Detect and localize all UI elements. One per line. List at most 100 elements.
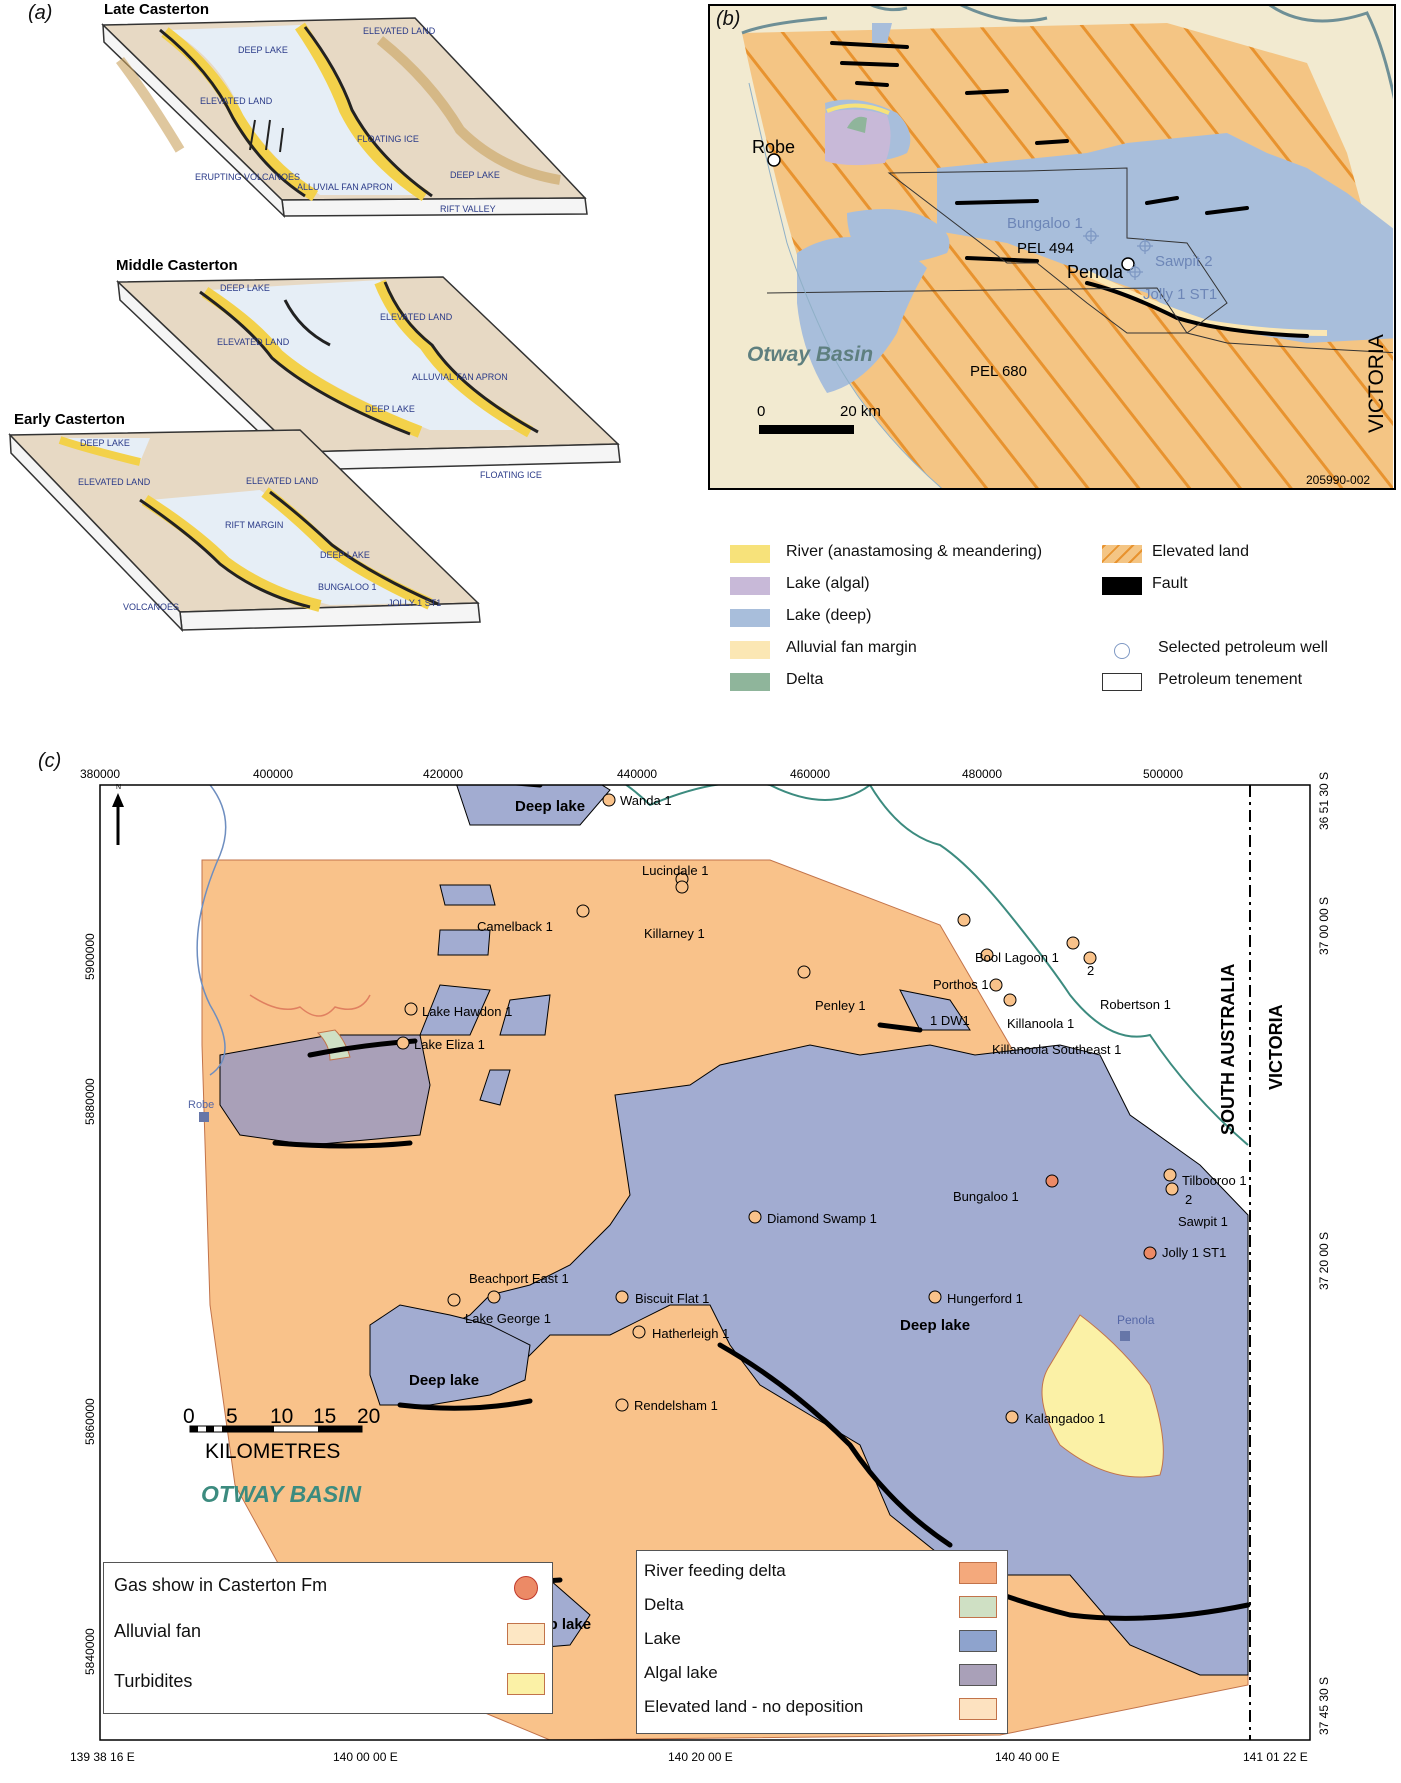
penola-label-c: Penola: [1117, 1313, 1155, 1327]
penola-town-marker: [1121, 257, 1135, 271]
svg-text:ALLUVIAL FAN APRON: ALLUVIAL FAN APRON: [297, 182, 393, 192]
svg-text:5: 5: [226, 1405, 238, 1428]
svg-text:Robertson 1: Robertson 1: [1100, 997, 1171, 1012]
svg-text:37 45 30 S: 37 45 30 S: [1317, 1677, 1331, 1735]
middle-casterton-title: Middle Casterton: [116, 257, 238, 274]
svg-text:420000: 420000: [423, 767, 463, 781]
svg-text:10: 10: [270, 1405, 293, 1428]
svg-text:5860000: 5860000: [83, 1398, 97, 1445]
left-ticks: 5900000 5880000 5860000 5840000: [83, 933, 97, 1675]
svg-text:Hatherleigh 1: Hatherleigh 1: [652, 1326, 729, 1341]
right-ticks: 36 51 30 S 37 00 00 S 37 20 00 S 37 45 3…: [1317, 772, 1331, 1735]
svg-text:380000: 380000: [80, 767, 120, 781]
svg-text:Beachport East 1: Beachport East 1: [469, 1271, 569, 1286]
late-notes: DEEP LAKE ELEVATED LAND ELEVATED LAND FL…: [195, 26, 500, 214]
well-labels: Wanda 1 Lucindale 1 Camelback 1 Killarne…: [414, 793, 1247, 1426]
panel-c-label: (c): [38, 750, 62, 772]
svg-text:VOLCANOES: VOLCANOES: [123, 602, 179, 612]
tenement-pel-494: PEL 494: [1017, 240, 1074, 257]
panel-b-label: (b): [716, 8, 741, 30]
svg-text:ELEVATED LAND: ELEVATED LAND: [363, 26, 436, 36]
svg-text:140 20 00 E: 140 20 00 E: [668, 1750, 733, 1764]
svg-text:RIFT MARGIN: RIFT MARGIN: [225, 520, 283, 530]
svg-text:480000: 480000: [962, 767, 1002, 781]
svg-text:Rendelsham 1: Rendelsham 1: [634, 1398, 718, 1413]
svg-text:2: 2: [1185, 1192, 1192, 1207]
north-arrow: [112, 793, 124, 845]
scale-bar-c: [189, 1425, 363, 1433]
middle-notes: DEEP LAKE ELEVATED LAND ELEVATED LAND AL…: [217, 283, 542, 480]
svg-text:500000: 500000: [1143, 767, 1183, 781]
scale-end: 20 km: [840, 403, 881, 420]
svg-text:FLOATING ICE: FLOATING ICE: [480, 470, 542, 480]
south-australia-label: SOUTH AUSTRALIA: [1218, 964, 1238, 1135]
svg-text:Hungerford 1: Hungerford 1: [947, 1291, 1023, 1306]
middle-casterton-block: [116, 276, 621, 472]
well-markers: [1083, 228, 1153, 280]
svg-text:ELEVATED LAND: ELEVATED LAND: [380, 312, 453, 322]
svg-text:Biscuit Flat 1: Biscuit Flat 1: [635, 1291, 709, 1306]
svg-text:Penley 1: Penley 1: [815, 998, 866, 1013]
svg-text:400000: 400000: [253, 767, 293, 781]
scale-unit-c: KILOMETRES: [205, 1440, 340, 1463]
svg-text:139 38 16 E: 139 38 16 E: [70, 1750, 135, 1764]
svg-text:0: 0: [183, 1405, 195, 1428]
svg-text:Bool Lagoon 1: Bool Lagoon 1: [975, 950, 1059, 965]
svg-text:Bungaloo 1: Bungaloo 1: [953, 1189, 1019, 1204]
deep-lake-labels: Deep lake Deep lake Deep lake Deep lake: [409, 798, 970, 1633]
victoria-label: VICTORIA: [1365, 334, 1388, 433]
svg-text:BUNGALOO 1: BUNGALOO 1: [318, 582, 377, 592]
svg-text:Killanoola 1: Killanoola 1: [1007, 1016, 1074, 1031]
robe-label-c: Robe: [188, 1099, 214, 1111]
svg-text:DEEP LAKE: DEEP LAKE: [220, 283, 270, 293]
otway-basin-label: Otway Basin: [747, 343, 873, 366]
scale-zero: 0: [757, 403, 765, 420]
early-casterton-block: [8, 429, 481, 633]
svg-text:ELEVATED LAND: ELEVATED LAND: [217, 337, 290, 347]
svg-text:DEEP LAKE: DEEP LAKE: [80, 438, 130, 448]
figure-code: 205990-002: [1306, 473, 1370, 487]
svg-text:ELEVATED LAND: ELEVATED LAND: [78, 477, 151, 487]
svg-text:FLOATING ICE: FLOATING ICE: [357, 134, 419, 144]
svg-text:15: 15: [313, 1405, 336, 1428]
svg-text:Tilbooroo 1: Tilbooroo 1: [1182, 1173, 1247, 1188]
robe-marker-c: [199, 1112, 209, 1122]
svg-text:20: 20: [357, 1405, 380, 1428]
scale-bar: [759, 425, 854, 434]
late-casterton-title: Late Casterton: [104, 1, 209, 18]
legend-turbidites: Turbidites: [114, 1669, 545, 1697]
panel-b-legend: River (anastamosing & meandering) Lake (…: [730, 543, 1390, 695]
svg-text:5880000: 5880000: [83, 1078, 97, 1125]
svg-text:Deep lake: Deep lake: [515, 798, 585, 815]
svg-text:Lake George 1: Lake George 1: [465, 1311, 551, 1326]
early-casterton-title: Early Casterton: [14, 411, 125, 428]
svg-text:5840000: 5840000: [83, 1628, 97, 1675]
robe-town-marker: [767, 153, 781, 167]
svg-text:DEEP LAKE: DEEP LAKE: [450, 170, 500, 180]
svg-text:Deep lake: Deep lake: [900, 1317, 970, 1334]
svg-text:Sawpit 1: Sawpit 1: [1178, 1214, 1228, 1229]
panel-c-legend-left: Gas show in Casterton Fm Alluvial fan Tu…: [103, 1562, 553, 1714]
svg-text:36 51 30 S: 36 51 30 S: [1317, 772, 1331, 830]
otway-basin-label-c: OTWAY BASIN: [201, 1481, 362, 1507]
svg-text:JOLLY 1 ST1: JOLLY 1 ST1: [388, 598, 441, 608]
svg-text:Killanoola Southeast 1: Killanoola Southeast 1: [992, 1042, 1121, 1057]
victoria-label-c: VICTORIA: [1266, 1004, 1286, 1090]
svg-text:Lake Eliza 1: Lake Eliza 1: [414, 1037, 485, 1052]
penola-marker-c: [1120, 1331, 1130, 1341]
scale-ticks-c: 0 5 10 15 20: [183, 1405, 380, 1428]
svg-text:Diamond Swamp 1: Diamond Swamp 1: [767, 1211, 877, 1226]
svg-text:1 DW1: 1 DW1: [930, 1013, 970, 1028]
svg-text:ELEVATED LAND: ELEVATED LAND: [200, 96, 273, 106]
svg-text:ERUPTING VOLCANOES: ERUPTING VOLCANOES: [195, 172, 300, 182]
top-ticks: 380000 400000 420000 440000 460000 48000…: [80, 767, 1183, 781]
svg-text:Lucindale 1: Lucindale 1: [642, 863, 709, 878]
bottom-ticks: 139 38 16 E 140 00 00 E 140 20 00 E 140 …: [70, 1750, 1308, 1764]
svg-text:DEEP LAKE: DEEP LAKE: [365, 404, 415, 414]
legend-alluvial-fan: Alluvial fan: [114, 1619, 545, 1647]
penola-label: Penola: [1067, 262, 1124, 282]
svg-text:37 20 00 S: 37 20 00 S: [1317, 1232, 1331, 1290]
svg-text:Kalangadoo 1: Kalangadoo 1: [1025, 1411, 1105, 1426]
panel-b-map: Robe Penola Bungaloo 1 Sawpit 2 Jolly 1 …: [708, 4, 1396, 490]
svg-text:460000: 460000: [790, 767, 830, 781]
